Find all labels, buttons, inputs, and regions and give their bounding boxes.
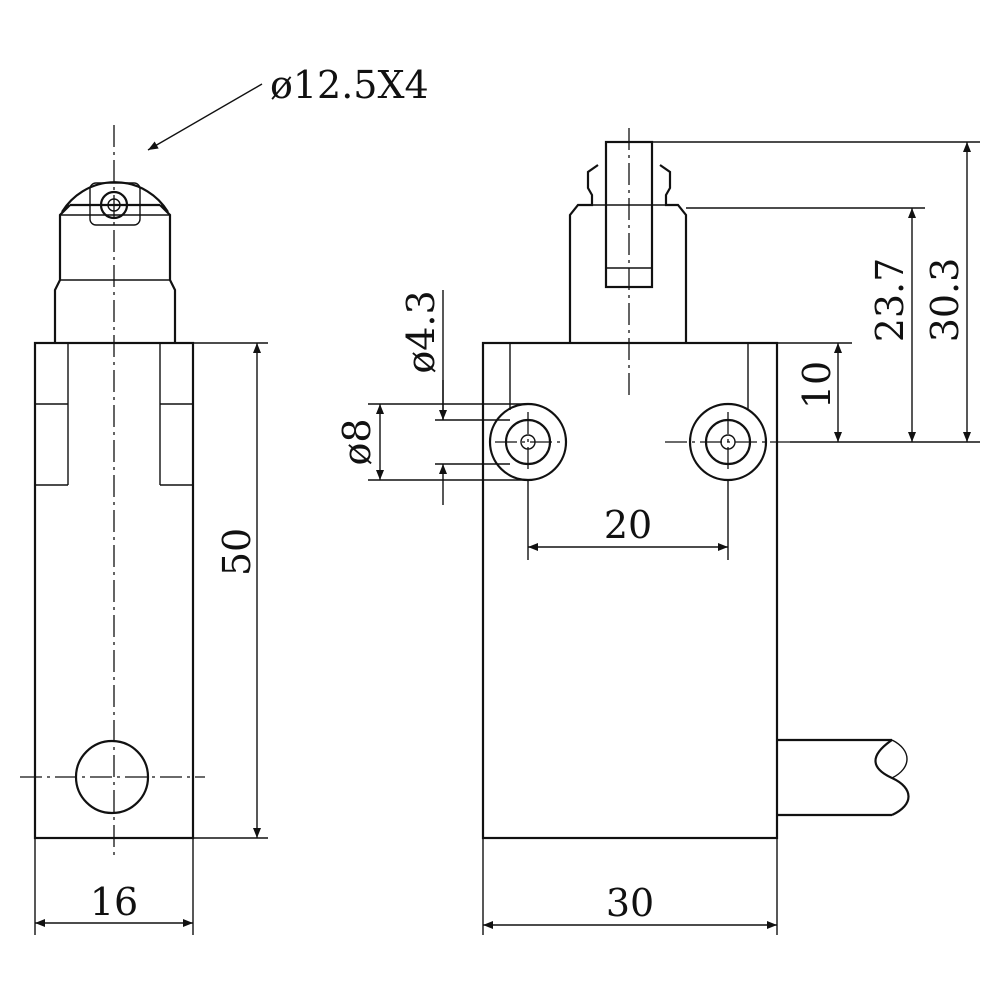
side-pin	[99, 190, 129, 220]
front-view: 30 20 ø8 ø4.3 10 23.7 30.3	[335, 128, 980, 935]
hole-4.3-dim-text: ø4.3	[399, 290, 443, 373]
roller-leader	[147, 83, 263, 151]
front-body	[481, 341, 779, 840]
height-50-dim-text: 50	[215, 528, 259, 576]
side-grooves	[35, 343, 193, 486]
side-pin-block	[89, 182, 141, 226]
width-16-dim-text: 16	[90, 880, 138, 924]
spacing-20-dim-text: 20	[604, 503, 652, 547]
width-30-dim-text: 30	[606, 881, 654, 925]
roller-dim-text: ø12.5X4	[270, 63, 429, 107]
side-view: ø12.5X4 50 16	[20, 63, 429, 935]
offset-10-dim-text: 10	[795, 361, 839, 409]
height-23.7-dim-text: 23.7	[868, 258, 912, 343]
bore-8-dim-text: ø8	[335, 418, 379, 465]
front-plunger	[568, 164, 688, 343]
front-cable	[777, 738, 910, 817]
side-roller	[61, 181, 169, 213]
height-30.3-dim-text: 30.3	[923, 258, 967, 343]
